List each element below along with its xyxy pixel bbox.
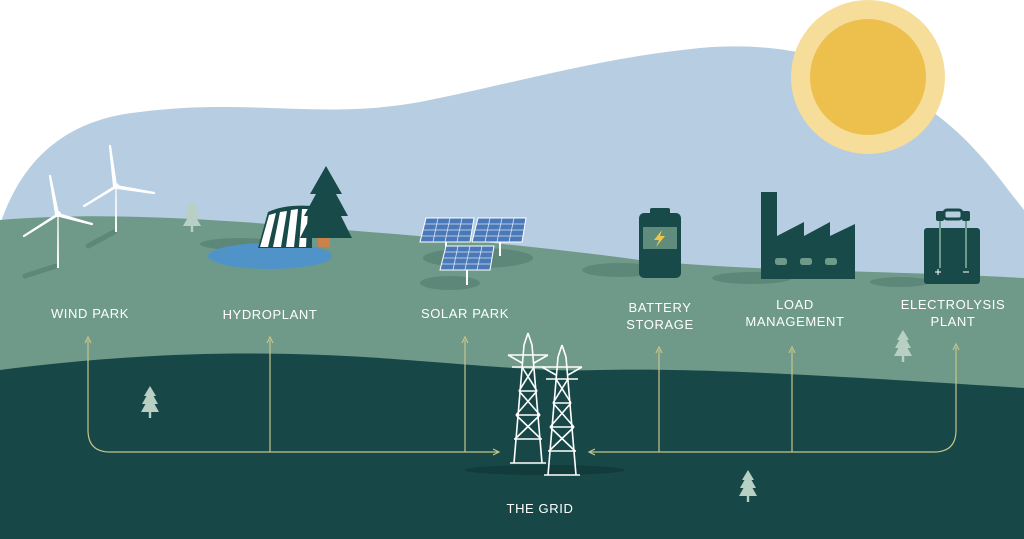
label-electrolysis-plant: ELECTROLYSIS PLANT [888,296,1018,330]
label-load-line2: MANAGEMENT [745,314,845,329]
label-electrolysis-line2: PLANT [930,314,976,329]
label-solar-park: SOLAR PARK [420,306,510,321]
label-battery-line1: BATTERY [628,300,692,315]
factory-icon [761,192,855,279]
hydro-dam-icon [208,166,352,269]
solar-panel-icon [419,217,527,285]
label-the-grid: THE GRID [506,501,574,516]
label-battery-storage: BATTERY STORAGE [605,299,715,333]
label-electrolysis-line1: ELECTROLYSIS [900,297,1006,312]
ground [0,353,1024,539]
label-load-line1: LOAD [776,297,814,312]
pylon-icon [465,332,625,476]
wind-turbine-icon [22,144,156,279]
electrolysis-tank-icon [924,208,980,284]
label-wind-park: WIND PARK [50,306,130,321]
label-load-management: LOAD MANAGEMENT [730,296,860,330]
label-hydroplant: HYDROPLANT [222,307,318,322]
label-battery-line2: STORAGE [626,317,694,332]
sun-icon [791,0,945,154]
energy-flow-lines [84,335,960,456]
battery-icon [639,208,681,278]
